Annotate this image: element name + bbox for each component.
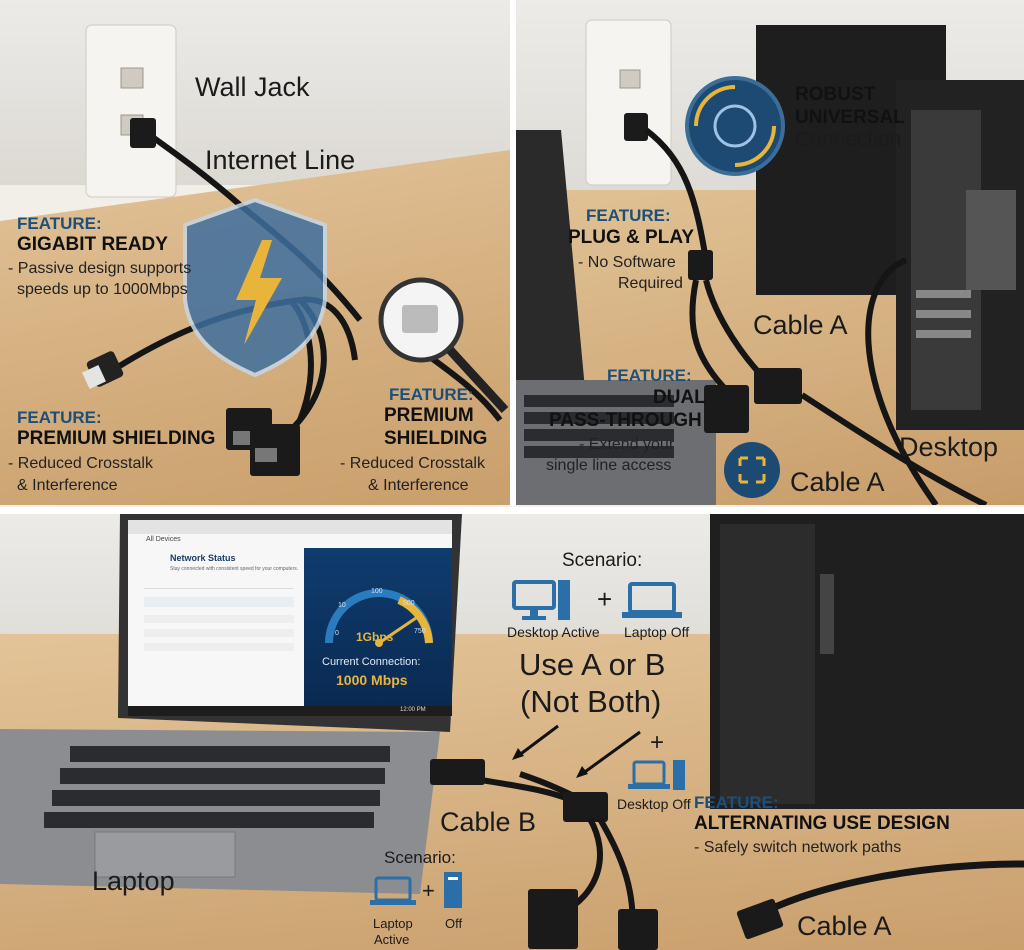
cable-b-label: Cable B xyxy=(440,807,537,837)
scenario-top-title: Scenario: xyxy=(562,550,643,571)
gigabit-title: GIGABIT READY xyxy=(17,234,168,255)
dual-title-2: PASS-THROUGH xyxy=(549,410,702,431)
alternating-desc: - Safely switch network paths xyxy=(694,839,902,856)
scenario-bottom-right: Off xyxy=(445,916,463,931)
network-status-heading: Network Status xyxy=(170,553,236,563)
app-titlebar xyxy=(128,520,452,534)
desktop-off-label: Desktop Off xyxy=(617,796,691,812)
taskbar xyxy=(128,706,452,716)
scenario-bottom-left-1: Laptop xyxy=(373,916,413,931)
desktop-tower-icon xyxy=(444,872,462,908)
plug-desc-2: Required xyxy=(618,275,683,292)
panel-alternating-use: All Devices Network Status Stay connecte… xyxy=(0,514,1024,950)
gigabit-desc-1: - Passive design supports xyxy=(8,260,192,277)
cable-a-lower-label: Cable A xyxy=(790,467,885,497)
shielding-right-desc-2: & Interference xyxy=(368,477,469,494)
laptop-screen: All Devices Network Status Stay connecte… xyxy=(128,520,452,716)
gauge-tick-0: 0 xyxy=(335,630,339,637)
current-connection-value: 1000 Mbps xyxy=(336,672,408,688)
current-connection-label: Current Connection: xyxy=(322,656,421,668)
cable-a-label: Cable A xyxy=(797,911,892,941)
use-a-or-b-line2: (Not Both) xyxy=(520,684,662,719)
gauge-tick-750: 750 xyxy=(414,628,426,635)
plug-desc-1: - No Software xyxy=(578,254,676,271)
shielding-right-desc-1: - Reduced Crosstalk xyxy=(340,455,485,472)
alternating-feature-tag: FEATURE: xyxy=(694,793,779,812)
scenario-top-left-label: Desktop Active xyxy=(507,624,600,640)
scenario-top-plus: + xyxy=(597,584,613,614)
divider-vertical xyxy=(510,0,516,508)
shielding-right-feature-tag: FEATURE: xyxy=(389,385,474,404)
wall-jack-label: Wall Jack xyxy=(195,72,310,102)
laptop-desktop-icon xyxy=(628,760,685,790)
scenario-bottom-plus: + xyxy=(422,878,435,903)
use-a-or-b-line1: Use A or B xyxy=(519,647,666,682)
shielding-right-title-1: PREMIUM xyxy=(384,405,474,426)
gauge-tick-100: 100 xyxy=(371,588,383,595)
gauge-value: 1Gbps xyxy=(356,630,394,644)
speed-gauge xyxy=(325,589,433,647)
wall-background xyxy=(0,0,510,185)
scenario-bottom-title: Scenario: xyxy=(384,848,456,867)
dual-desc-2: single line access xyxy=(546,457,672,474)
robust-connection-label: Connection xyxy=(795,128,902,151)
plug-feature-tag: FEATURE: xyxy=(586,206,671,225)
cable-a-upper-label: Cable A xyxy=(753,310,848,340)
shielding-left-desc-2: & Interference xyxy=(17,477,118,494)
dual-feature-tag: FEATURE: xyxy=(607,366,692,385)
shielding-left-feature-tag: FEATURE: xyxy=(17,408,102,427)
robust-title-2: UNIVERSAL xyxy=(795,107,905,128)
panel-plug-and-play: ROBUST UNIVERSAL Connection FEATURE: PLU… xyxy=(516,0,1024,505)
internet-line-label: Internet Line xyxy=(205,145,356,175)
divider-horizontal xyxy=(0,507,1024,514)
desktop-laptop-graphic xyxy=(516,19,1024,505)
laptop-icon-small xyxy=(370,876,416,905)
dual-title-1: DUAL xyxy=(653,387,706,408)
gauge-tick-500: 500 xyxy=(403,600,415,607)
panel-wall-jack-shielding: Wall Jack Internet Line FEATURE: GIGABIT… xyxy=(0,0,510,505)
scenario-top-right-label: Laptop Off xyxy=(624,624,690,640)
shielding-left-title: PREMIUM SHIELDING xyxy=(17,428,216,449)
alternating-title: ALTERNATING USE DESIGN xyxy=(694,813,950,834)
scenario-bottom-left-2: Active xyxy=(374,932,410,947)
status-list xyxy=(144,588,294,689)
shielding-right-title-2: SHIELDING xyxy=(384,428,488,449)
gauge-tick-10: 10 xyxy=(338,602,346,609)
desktop-off-plus: + xyxy=(650,729,665,756)
robust-title-1: ROBUST xyxy=(795,84,876,105)
app-title: All Devices xyxy=(146,536,181,543)
wall-plate-graphic xyxy=(82,24,509,476)
plug-title: PLUG & PLAY xyxy=(568,227,694,248)
taskbar-time: 12:00 PM xyxy=(400,707,426,713)
desktop-label: Desktop xyxy=(899,432,999,462)
laptop-icon xyxy=(622,582,682,618)
shielding-left-desc-1: - Reduced Crosstalk xyxy=(8,455,153,472)
monitor-icon xyxy=(512,580,570,620)
network-status-subheading: Stay connected with consistent speed for… xyxy=(170,566,299,572)
dual-desc-1: - Extend your xyxy=(579,436,675,453)
gigabit-desc-2: speeds up to 1000Mbps xyxy=(17,281,188,298)
gigabit-feature-tag: FEATURE: xyxy=(17,214,102,233)
laptop-label: Laptop xyxy=(92,866,175,896)
